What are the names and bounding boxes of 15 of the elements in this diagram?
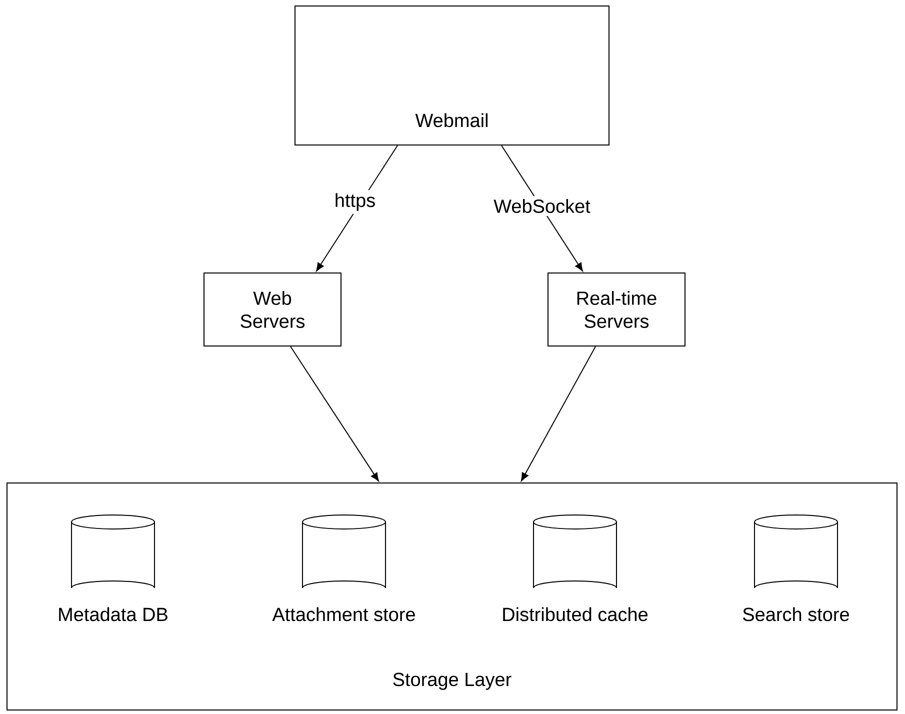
arrow [520, 346, 596, 482]
node-label: Attachment store [272, 607, 415, 622]
arrow [290, 346, 379, 482]
database-cylinder: Search store [743, 514, 849, 622]
node-label: Distributed cache [503, 607, 648, 622]
node-label: Search store [743, 607, 849, 622]
server-box: Real-time Servers [548, 272, 686, 346]
edge-label: https [331, 190, 379, 214]
database-cylinder: Distributed cache [503, 514, 648, 622]
database-cylinder: Metadata DB [59, 514, 168, 622]
client-box: Webmail [294, 6, 610, 146]
server-box: Web Servers [204, 272, 342, 346]
edge-label: WebSocket [490, 196, 594, 216]
node-label: Metadata DB [59, 607, 168, 622]
database-cylinder: Attachment store [272, 514, 415, 622]
